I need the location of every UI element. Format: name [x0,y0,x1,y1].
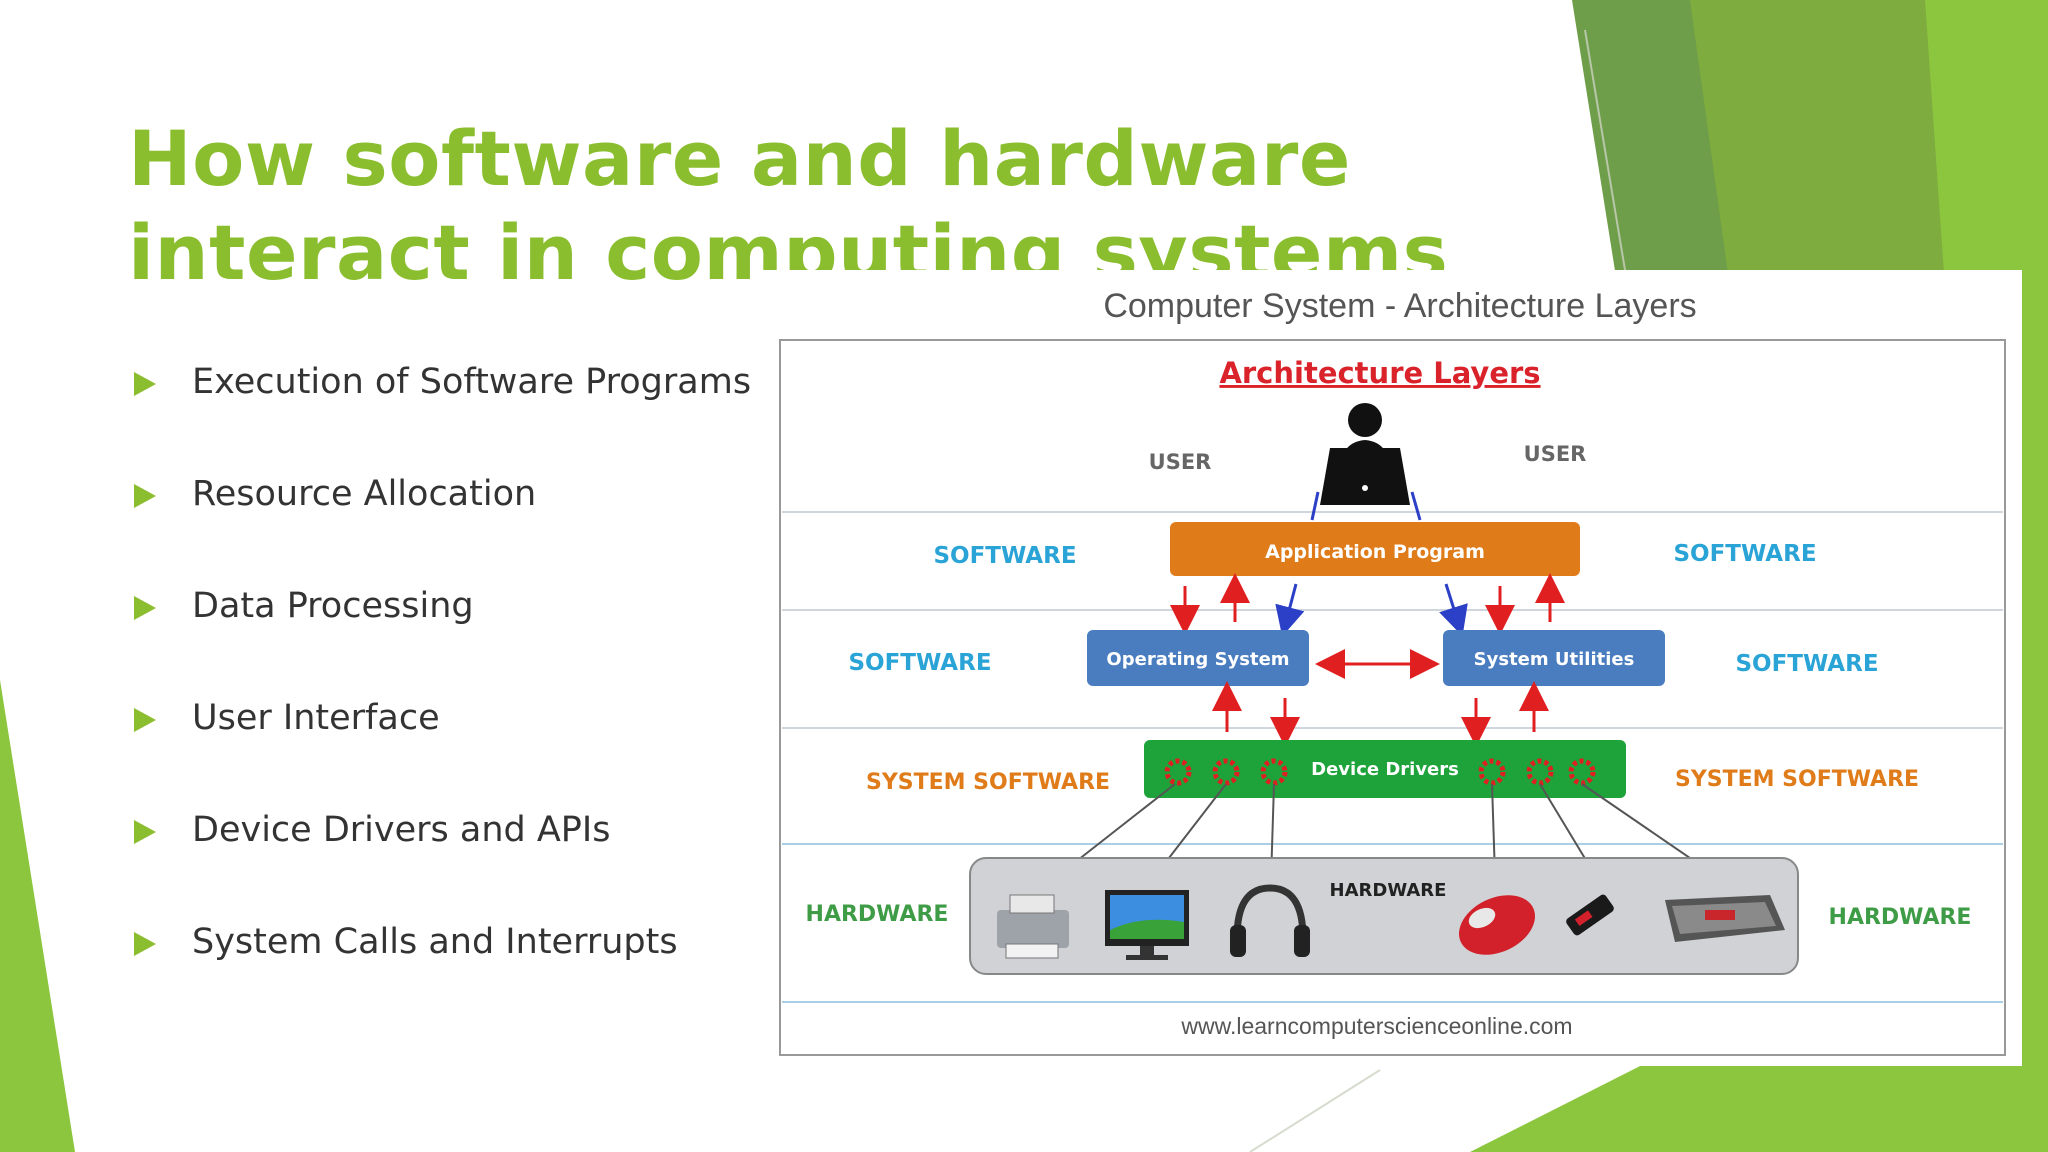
bullet-arrow-icon [134,484,156,508]
bullet-item: Device Drivers and APIs [128,802,751,914]
system-software-label-left: SYSTEM SOFTWARE [866,770,1110,795]
software-label-left-2: SOFTWARE [848,650,991,676]
deco-line [1584,29,1626,271]
blue-arrow [1439,583,1468,637]
operating-system-box [1087,630,1309,686]
hardware-label-right: HARDWARE [1829,905,1972,930]
user-label-right: USER [1524,442,1587,466]
architecture-diagram: Computer System - Architecture Layers Ar… [760,270,2022,1066]
operating-system-label: Operating System [1106,649,1289,670]
keyboard-icon [1665,895,1785,942]
website-credit: www.learncomputerscienceonline.com [1180,1013,1572,1039]
bullet-text: Execution of Software Programs [192,362,752,402]
system-software-label-right: SYSTEM SOFTWARE [1675,767,1919,792]
diagram-caption: Computer System - Architecture Layers [1103,287,1696,325]
bullet-item: Data Processing [128,578,751,690]
application-program-label: Application Program [1265,541,1485,563]
bullet-arrow-icon [134,932,156,956]
software-label-left-1: SOFTWARE [933,543,1076,569]
system-utilities-box [1443,630,1665,686]
bullet-text: Resource Allocation [192,474,537,514]
device-drivers-box [1144,740,1626,798]
application-program-box [1170,522,1580,576]
blue-arrow [1275,583,1305,637]
deco-shape-left [0,680,75,1152]
usb-drive-icon [1566,894,1614,936]
bullet-text: System Calls and Interrupts [192,922,678,962]
gear-icon [1164,758,1596,786]
software-label-right-2: SOFTWARE [1735,651,1878,677]
bullet-item: Execution of Software Programs [128,354,751,466]
bullet-text: User Interface [192,698,440,738]
bullet-text: Data Processing [192,586,474,626]
bullet-arrow-icon [134,708,156,732]
connector-line [1310,491,1320,521]
bullet-item: Resource Allocation [128,466,751,578]
bullet-item: System Calls and Interrupts [128,914,751,1026]
headphones-icon [1230,884,1310,957]
system-utilities-label: System Utilities [1474,649,1635,670]
user-label-left: USER [1149,450,1212,474]
bullet-text: Device Drivers and APIs [192,810,611,850]
mouse-icon [1458,895,1536,955]
hardware-inner-label: HARDWARE [1330,880,1447,901]
bullet-arrow-icon [134,596,156,620]
architecture-heading: Architecture Layers [1219,356,1540,390]
monitor-icon [1105,890,1189,960]
hardware-label-left: HARDWARE [806,902,949,927]
deco-line-2 [1249,1069,1381,1152]
bullet-arrow-icon [134,820,156,844]
bullet-arrow-icon [134,372,156,396]
connector-line [1410,491,1422,521]
printer-icon [997,894,1069,959]
device-drivers-label: Device Drivers [1311,759,1459,780]
software-label-right-1: SOFTWARE [1673,541,1816,567]
user-icon [1320,403,1410,505]
bullet-list: Execution of Software Programs Resource … [128,354,751,1026]
bullet-item: User Interface [128,690,751,802]
